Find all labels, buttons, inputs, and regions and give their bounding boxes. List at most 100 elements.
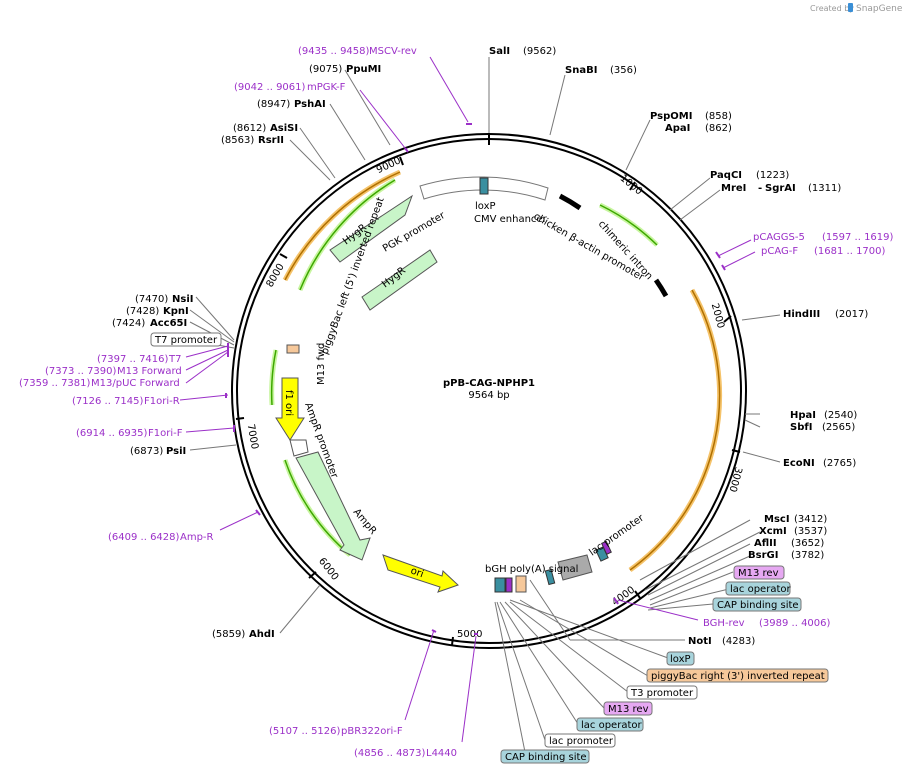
m13-fwd-box [286,344,300,354]
box-loxP: loxP [670,654,691,665]
label-f1-ori: f1 ori [283,390,294,416]
enzyme-SgrAI: SgrAI [765,183,796,194]
primer-F1ori-F-range: (6914 .. 6935) [76,428,148,439]
label-ori: ori [409,565,425,580]
inner-features [275,176,669,593]
enzyme-SgrAI-dash: - [758,183,762,194]
enzyme-AhdI: AhdI [249,629,275,640]
enzyme-BsrGI: BsrGI [748,550,778,561]
hygr-arrow-1 [329,194,413,263]
loxp-marker [479,177,489,195]
plasmid-name: pPB-CAG-NPHP1 [443,378,535,389]
enzyme-SbfI: SbfI [790,422,812,433]
enzyme-HindIII-pos: (2017) [835,309,868,320]
enzyme-SnaBI: SnaBI [565,65,597,76]
primer-pCAG-F: pCAG-F [761,246,798,257]
enzyme-HpaI-pos: (2540) [824,410,857,421]
label-lac-promoter: lac promoter [587,512,646,558]
enzyme-SalI-pos: (9562) [523,46,556,57]
box-T7-promoter: T7 promoter [154,335,218,346]
snapgene-brand: SnapGene [856,4,903,14]
enzyme-NotI-pos: (4283) [722,636,755,647]
enzyme-PpuMI-pos: (9075) [309,64,342,75]
box-lac-operator-bottom: lac operator [581,720,642,731]
enzyme-PshAI-pos: (8947) [257,99,290,110]
label-m13-fwd: M13 fwd [316,343,327,385]
enzyme-MreI: MreI [721,183,746,194]
enzyme-ApaI: ApaI [665,123,690,134]
enzyme-PsiI: PsiI [166,446,186,457]
boxed-labels: T7 promoter M13 rev lac operator CAP bin… [150,332,829,764]
enzyme-PspOMI: PspOMI [650,111,692,122]
enzyme-MscI-pos: (3412) [794,514,827,525]
enzyme-AsiSI: AsiSI [270,123,298,134]
primer-M13-pUC-Forward: M13/pUC Forward [91,378,180,389]
orf-arcs [269,169,723,573]
primer-L4440: L4440 [426,748,457,759]
enzyme-EcoNI: EcoNI [783,458,815,469]
enzyme-NsiI-pos: (7470) [135,294,168,305]
primer-marks [225,123,726,635]
box-CAP-bottom: CAP binding site [505,752,587,763]
primer-Amp-R: Amp-R [180,532,214,543]
enzyme-Acc65I-pos: (7424) [112,318,145,329]
enzyme-MscI: MscI [764,514,790,525]
enzyme-HpaI: HpaI [790,410,816,421]
enzyme-NsiI: NsiI [172,294,193,305]
enzyme-EcoNI-pos: (2765) [823,458,856,469]
enzyme-labels: SalI (9562) SnaBI (356) PspOMI (858) Apa… [112,46,868,647]
leader-lines [189,57,781,753]
primer-F1ori-R: F1ori-R [144,396,180,407]
primer-pBR322ori-F: pBR322ori-F [341,726,403,737]
bgh-cluster-loxp [494,577,506,593]
enzyme-AflII: AflII [754,538,777,549]
bgh-cluster-m13 [505,577,513,593]
lac-cluster-m13 [600,540,612,555]
snapgene-logo-icon [848,3,853,12]
enzyme-KpnI: KpnI [163,306,189,317]
tick-label-2000: 2000 [709,302,726,329]
tick-label-8000: 8000 [265,262,287,290]
primer-labels: MSCV-rev (9435 .. 9458) mPGK-F (9042 .. … [19,46,894,759]
primer-Amp-R-range: (6409 .. 6428) [108,532,180,543]
enzyme-XcmI-pos: (3537) [794,526,827,537]
enzyme-PshAI: PshAI [294,99,326,110]
primer-M13-pUC-Forward-range: (7359 .. 7381) [19,378,91,389]
enzyme-HindIII: HindIII [783,309,820,320]
enzyme-SbfI-pos: (2565) [822,422,855,433]
primer-lines [179,56,756,743]
primer-mPGK-F-range: (9042 .. 9061) [234,82,306,93]
enzyme-AhdI-pos: (5859) [212,629,245,640]
primer-pCAGGS-5: pCAGGS-5 [753,232,805,243]
enzyme-PsiI-pos: (6873) [130,446,163,457]
box-M13-rev-bottom: M13 rev [608,704,649,715]
enzyme-BsrGI-pos: (3782) [791,550,824,561]
bgh-polya-box [557,554,593,581]
enzyme-AflII-pos: (3652) [791,538,824,549]
hygr-arrow-2 [361,249,438,311]
box-CAP-right: CAP binding site [717,600,799,611]
enzyme-NotI: NotI [688,636,712,647]
enzyme-SnaBI-pos: (356) [610,65,637,76]
ori-arrow [382,554,459,593]
enzyme-RsrII-pos: (8563) [221,135,254,146]
enzyme-PspOMI-pos: (858) [705,111,732,122]
box-M13-rev-right: M13 rev [738,568,779,579]
tick-label-7000: 7000 [245,423,260,450]
f1-ori-arrow [275,377,305,441]
enzyme-KpnI-pos: (7428) [126,306,159,317]
primer-T7: T7 [168,354,181,365]
label-bgh-polya: bGH poly(A) signal [485,564,578,575]
box-lac-operator-right: lac operator [730,584,791,595]
primer-M13-Forward: M13 Forward [117,366,182,377]
primer-pBR322ori-F-range: (5107 .. 5126) [269,726,341,737]
enzyme-Acc65I: Acc65I [150,318,187,329]
ampr-arrow [295,451,371,561]
primer-BGH-rev-range: (3989 .. 4006) [759,618,831,629]
primer-L4440-range: (4856 .. 4873) [354,748,426,759]
ampr-promoter-arrow [289,439,309,457]
primer-F1ori-R-range: (7126 .. 7145) [72,396,144,407]
enzyme-ApaI-pos: (862) [705,123,732,134]
enzyme-SalI: SalI [489,46,510,57]
